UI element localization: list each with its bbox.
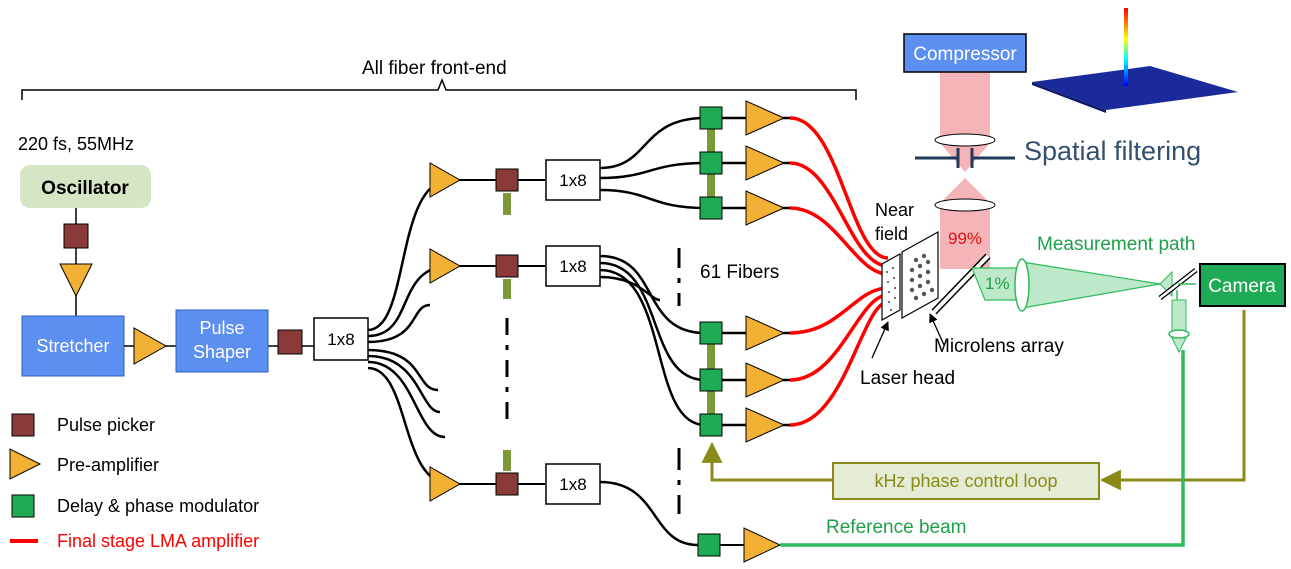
legend-pre-amplifier-label: Pre-amplifier <box>57 455 159 475</box>
near-field-label-2: field <box>875 224 908 244</box>
branch-row <box>429 245 601 299</box>
measurement-path <box>971 258 1198 354</box>
lens <box>934 133 996 147</box>
legend-pulse-picker-label: Pulse picker <box>57 415 155 435</box>
loop-output-line <box>701 441 833 482</box>
pre-amplifier-icon <box>743 527 782 563</box>
splitter-label: 1x8 <box>559 171 586 190</box>
pre-amplifier-icon <box>133 327 168 365</box>
near-field-label: Near <box>875 200 914 220</box>
reference-fiber <box>599 480 699 547</box>
phase-loop-label: kHz phase control loop <box>874 471 1057 491</box>
loop-feedback-line <box>1099 310 1246 491</box>
laser-head <box>881 252 901 322</box>
pulse-picker-icon <box>277 329 303 355</box>
front-end-brace <box>21 77 857 100</box>
camera-block <box>1199 263 1286 307</box>
compressor-block <box>903 33 1027 73</box>
delay-modulator-icon <box>697 533 721 557</box>
reference-beam-line <box>780 350 1185 547</box>
splitter-block <box>313 317 369 361</box>
microlens-array-label: Microlens array <box>934 336 1064 357</box>
modulator-row <box>699 315 786 443</box>
compressor-label: Compressor <box>913 44 1017 65</box>
legend-final-stage-label: Final stage LMA amplifier <box>57 531 259 551</box>
stretcher-block <box>21 315 125 377</box>
camera-label: Camera <box>1208 276 1276 297</box>
microlens-array <box>901 230 939 320</box>
pct-99-label: 99% <box>948 229 982 248</box>
pulse-shaper-label: Pulse <box>199 318 244 338</box>
laser-head-label: Laser head <box>860 368 955 389</box>
pulse-shaper-block <box>175 309 269 373</box>
modulator-row <box>699 100 786 226</box>
measurement-path-label: Measurement path <box>1037 234 1195 255</box>
source-spec: 220 fs, 55MHz <box>18 134 134 154</box>
legend-pulse-picker-icon <box>11 413 35 437</box>
reference-beam-label: Reference beam <box>826 517 966 538</box>
lens <box>934 198 996 212</box>
splitter-label: 1x8 <box>327 330 354 349</box>
splitter-label: 1x8 <box>559 257 586 276</box>
front-end-label: All fiber front-end <box>362 58 507 79</box>
pre-amplifier-icon <box>59 263 93 298</box>
branch-row <box>429 159 601 215</box>
branch-row <box>429 450 601 505</box>
fibers-count-label: 61 Fibers <box>700 262 779 283</box>
pulse-picker-icon <box>63 223 89 249</box>
far-field-plot <box>1032 8 1238 113</box>
spatial-filtering-label: Spatial filtering <box>1024 136 1201 166</box>
continuation-dashes <box>505 248 681 514</box>
stretcher-label: Stretcher <box>36 336 109 356</box>
legend-delay-phase-icon <box>11 494 35 518</box>
pct-1-label: 1% <box>985 274 1010 293</box>
legend <box>9 413 42 543</box>
fanout-fibers <box>367 178 451 486</box>
final-stage-fibers <box>789 116 889 427</box>
spatial-filter-pinhole <box>915 148 1015 168</box>
oscillator-label: Oscillator <box>41 178 129 199</box>
legend-pre-amplifier-icon <box>9 448 42 480</box>
legend-delay-phase-label: Delay & phase modulator <box>57 496 259 516</box>
splitter-label: 1x8 <box>559 475 586 494</box>
phase-loop-block <box>832 462 1100 500</box>
pulse-shaper-label-2: Shaper <box>193 342 251 362</box>
oscillator-block <box>20 165 151 208</box>
